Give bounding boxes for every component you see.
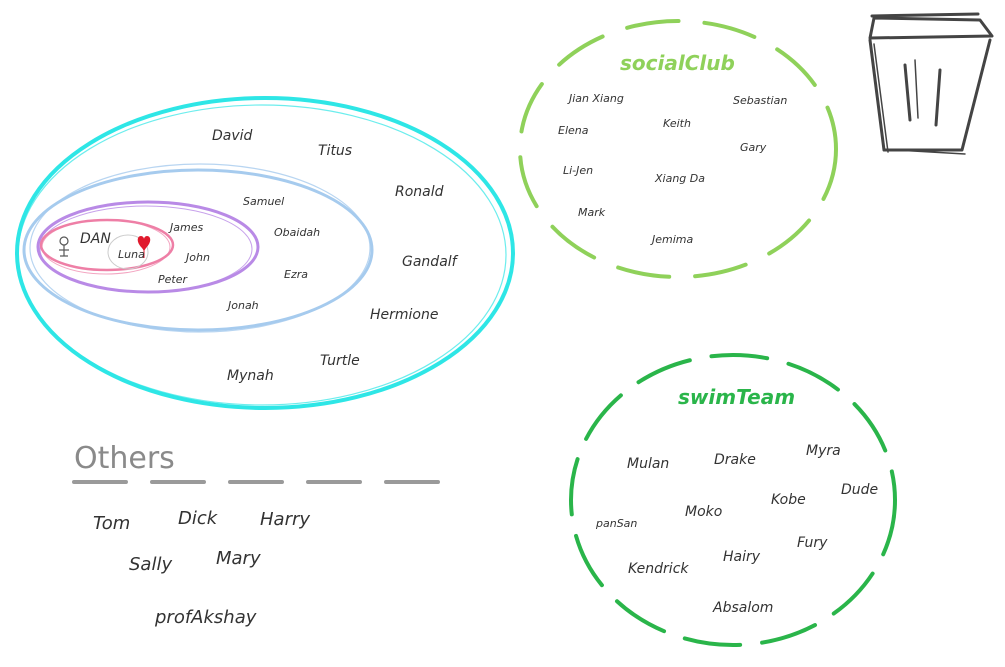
- swim-team-name: panSan: [595, 517, 637, 530]
- social-club-name: Jian Xiang: [567, 92, 624, 105]
- cyan-ring-name: Turtle: [320, 353, 360, 369]
- social-club-name: Gary: [740, 141, 767, 154]
- social-club-name: Jemima: [650, 233, 693, 246]
- others-title: Others: [74, 441, 175, 476]
- others-name: Harry: [260, 509, 310, 530]
- swim-team-name: Myra: [806, 443, 841, 459]
- others-name: Dick: [178, 508, 219, 529]
- cyan-ring-name: Gandalf: [402, 254, 459, 270]
- swim-team-group: swimTeam Mulan Drake Myra Dude Kobe panS…: [569, 353, 897, 647]
- cyan-ring-name: Mynah: [227, 368, 274, 384]
- others-name: Sally: [129, 554, 172, 575]
- social-club-name: Li-Jen: [563, 164, 593, 177]
- swim-team-name: Absalom: [712, 600, 773, 616]
- swim-team-ring[interactable]: [569, 353, 897, 647]
- cyan-ring-name: Hermione: [370, 307, 438, 323]
- swim-team-name: Mulan: [627, 456, 669, 472]
- pink-ring-sketch: [41, 219, 171, 275]
- trash-bin-icon[interactable]: [868, 12, 994, 155]
- purple-ring-name: Ezra: [284, 268, 308, 281]
- middle-ring[interactable]: [22, 168, 374, 332]
- pink-ring-name: James: [168, 221, 203, 234]
- person-icon: [59, 236, 69, 257]
- swim-team-name: Fury: [797, 535, 828, 551]
- others-name: Mary: [216, 548, 261, 569]
- others-group: Others Tom Dick Harry Sally Mary profAks…: [72, 441, 442, 628]
- core-name-luna: Luna: [118, 248, 145, 261]
- cyan-ring-name: Ronald: [395, 184, 444, 200]
- pink-ring-name: Peter: [158, 273, 188, 286]
- social-club-name: Sebastian: [733, 94, 787, 107]
- others-name: Tom: [93, 513, 130, 534]
- purple-ring[interactable]: [36, 200, 260, 294]
- social-club-name: Xiang Da: [654, 172, 705, 185]
- purple-ring-sketch: [39, 205, 253, 293]
- purple-ring-name: Obaidah: [274, 226, 320, 239]
- purple-ring-name: Samuel: [243, 195, 284, 208]
- social-club-group: socialClub Jian Xiang Sebastian Keith El…: [518, 19, 838, 279]
- outer-ring[interactable]: [15, 96, 515, 410]
- cyan-ring-name: David: [212, 128, 253, 144]
- swim-team-name: Kendrick: [628, 561, 689, 577]
- swim-team-name: Kobe: [771, 492, 806, 508]
- cyan-ring-name: Titus: [318, 143, 352, 159]
- swim-team-name: Drake: [714, 452, 756, 468]
- blue-ring-name: Jonah: [226, 299, 259, 312]
- swim-team-title: swimTeam: [678, 385, 795, 409]
- outer-ring-sketch: [17, 104, 507, 406]
- nested-groups: DAN Luna James John Peter Samuel Obaidah…: [15, 96, 515, 410]
- social-club-title: socialClub: [620, 51, 735, 75]
- swim-team-name: Dude: [841, 482, 878, 498]
- luna-circle[interactable]: [107, 234, 149, 270]
- core-name-dan: DAN: [80, 231, 111, 247]
- social-club-name: Mark: [578, 206, 606, 219]
- social-club-ring[interactable]: [518, 19, 838, 279]
- pink-ring-name: John: [184, 251, 210, 264]
- middle-ring-sketch: [29, 163, 371, 333]
- social-club-name: Elena: [558, 124, 589, 137]
- social-club-name: Keith: [663, 117, 691, 130]
- others-name: profAkshay: [154, 607, 257, 628]
- heart-icon: [137, 236, 151, 251]
- swim-team-name: Hairy: [723, 549, 761, 565]
- swim-team-name: Moko: [685, 504, 722, 520]
